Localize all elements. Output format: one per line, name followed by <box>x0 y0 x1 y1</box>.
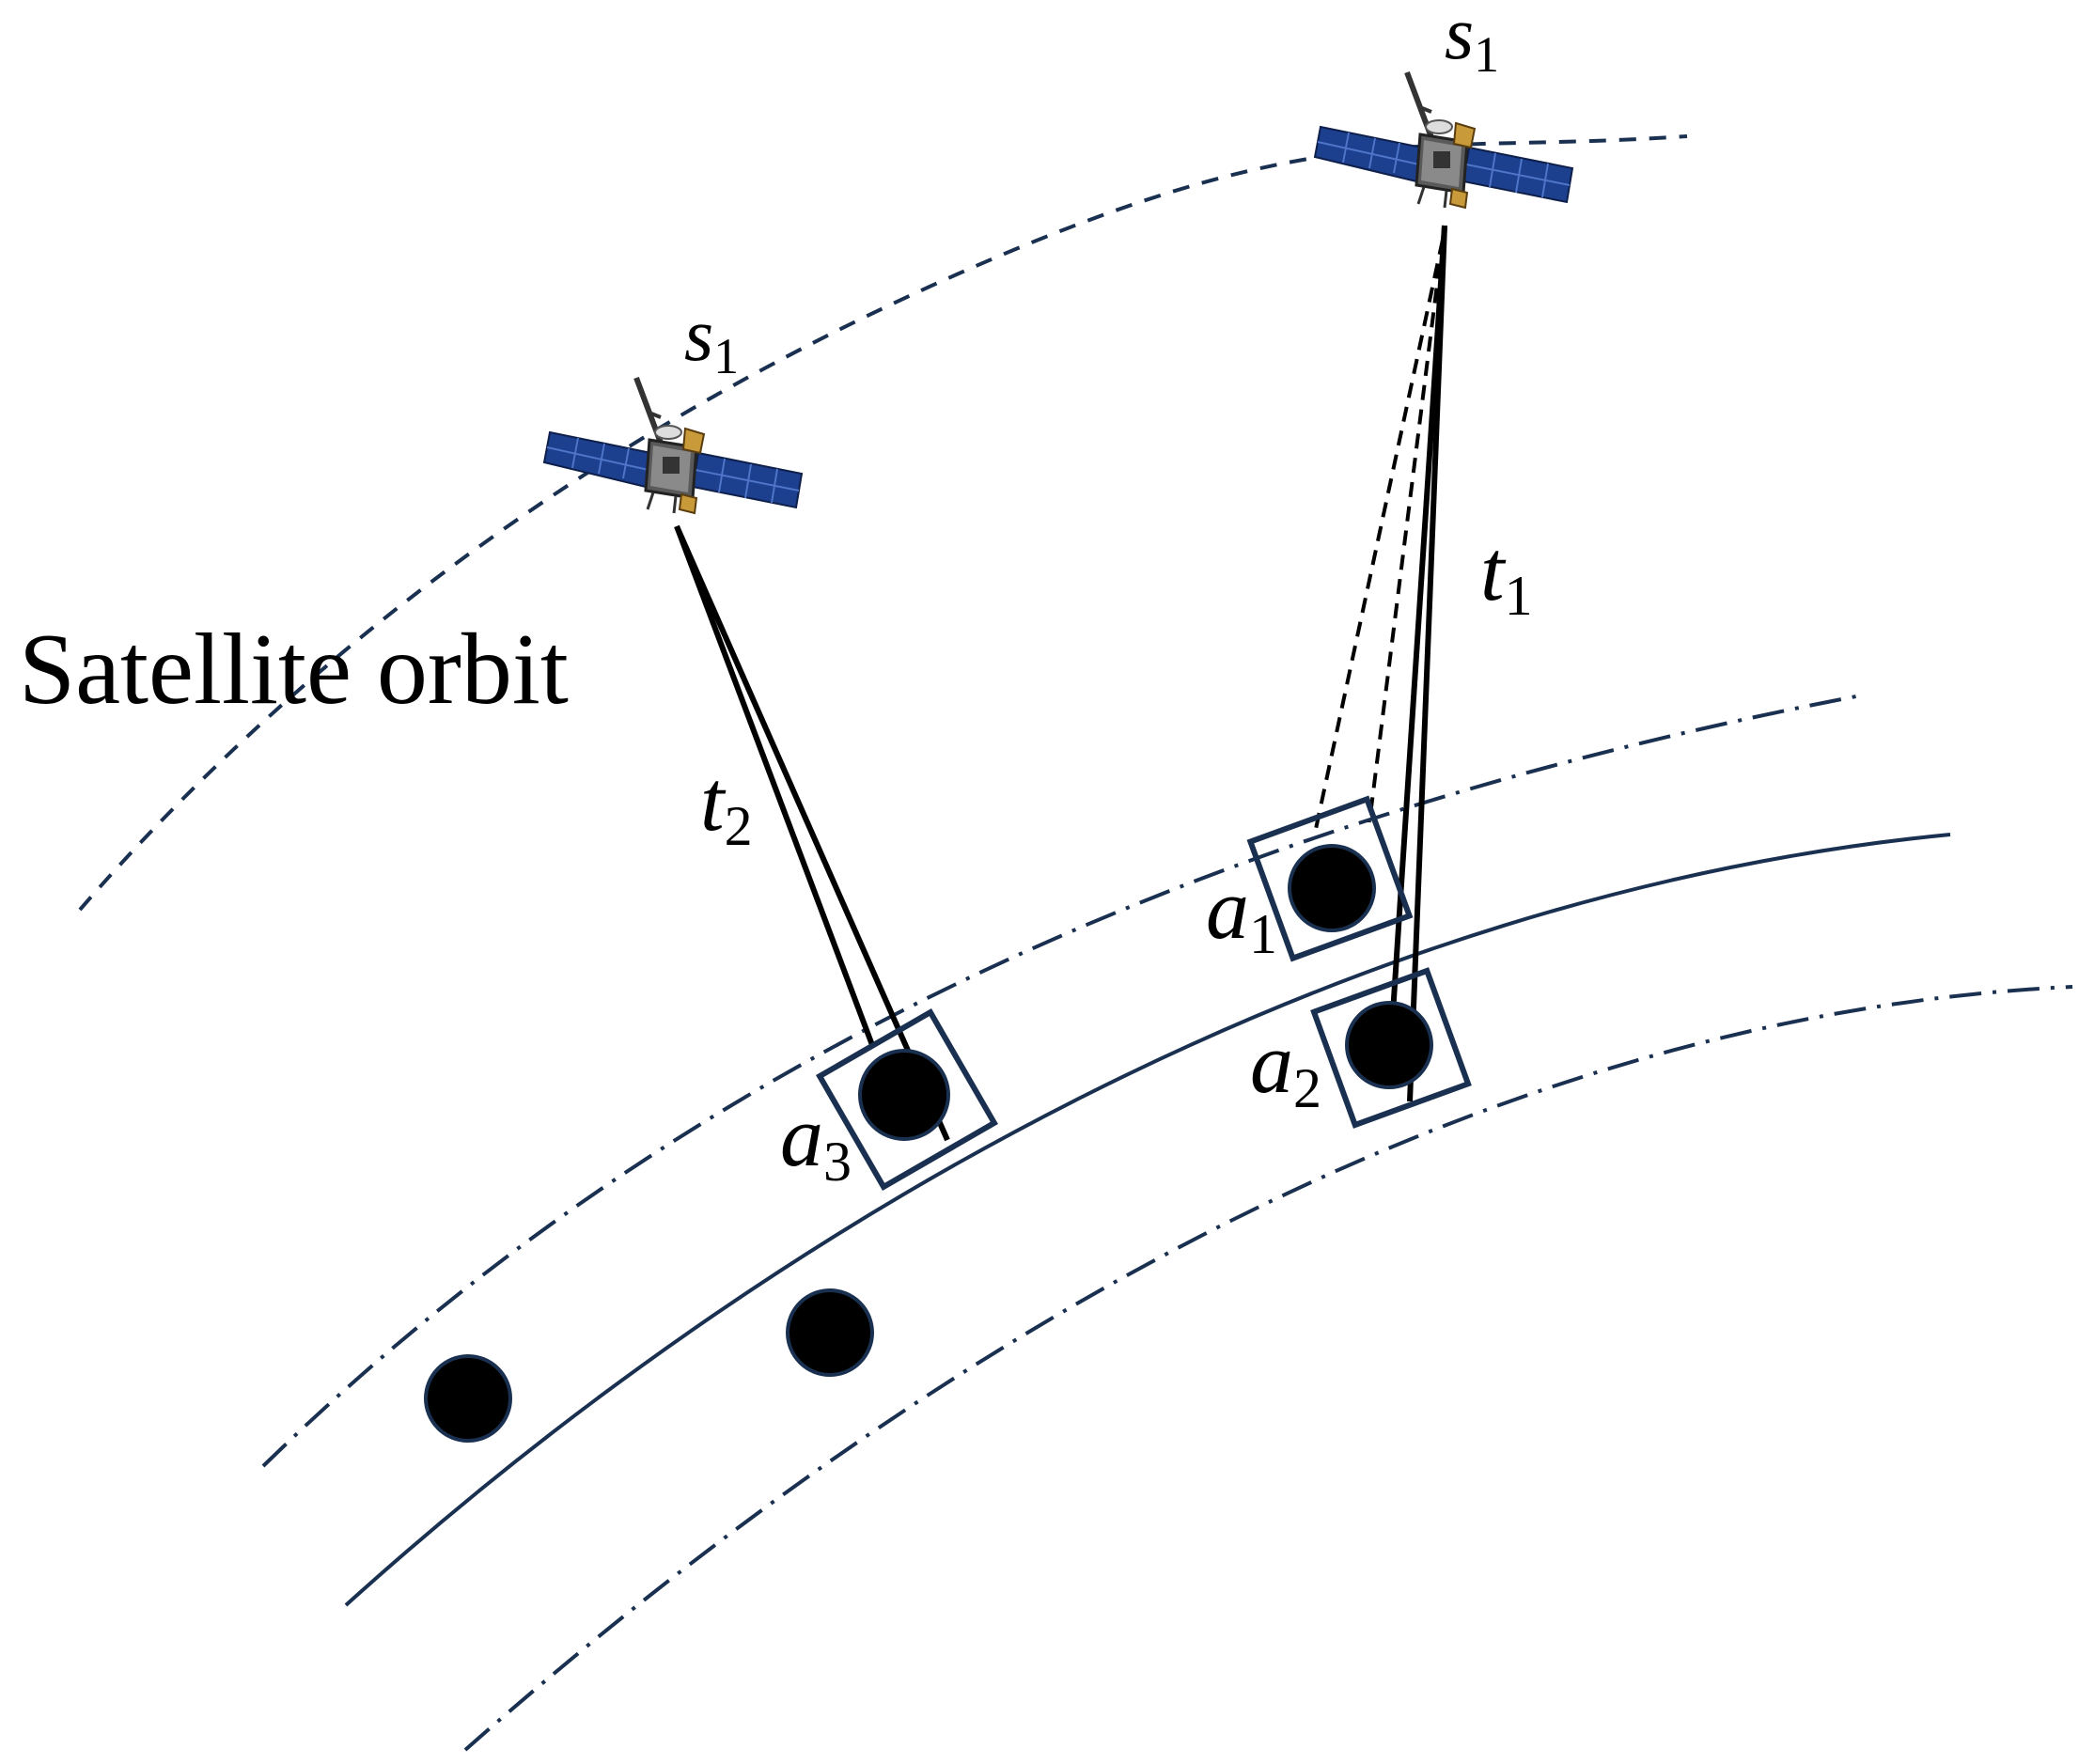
target-box-a2 <box>1310 967 1472 1129</box>
task-label-t1: t1 <box>1480 523 1533 627</box>
beam-line <box>674 524 875 1047</box>
satellite-icon <box>544 378 802 513</box>
satellite-label-left: s1 <box>684 294 739 384</box>
target-dot-a2 <box>1345 1001 1433 1089</box>
swath-upper-boundary <box>261 694 1862 1468</box>
target-box-a3 <box>816 1008 998 1191</box>
target-dot-a3 <box>858 1049 950 1141</box>
target-dot <box>786 1288 874 1377</box>
orbit-label: Satellite orbit <box>19 614 569 726</box>
target-box-a1 <box>1246 795 1414 962</box>
beam-line <box>674 524 950 1142</box>
target-dot-a1 <box>1288 844 1376 932</box>
target-label-a2: a2 <box>1250 1015 1321 1119</box>
beam-line-dashed <box>1314 239 1445 830</box>
satellite-label-top: s1 <box>1445 0 1499 83</box>
satellite-icon <box>1315 72 1572 208</box>
beam-line-dashed <box>1368 239 1445 823</box>
task-label-t2: t2 <box>700 753 753 857</box>
target-dot <box>424 1354 512 1443</box>
ground-track <box>344 833 1951 1607</box>
target-label-a1: a1 <box>1206 861 1277 965</box>
swath-lower-boundary <box>463 985 2073 1752</box>
beam-line <box>1390 225 1447 1014</box>
target-label-a3: a3 <box>780 1088 852 1193</box>
beam-line <box>1407 225 1447 1102</box>
